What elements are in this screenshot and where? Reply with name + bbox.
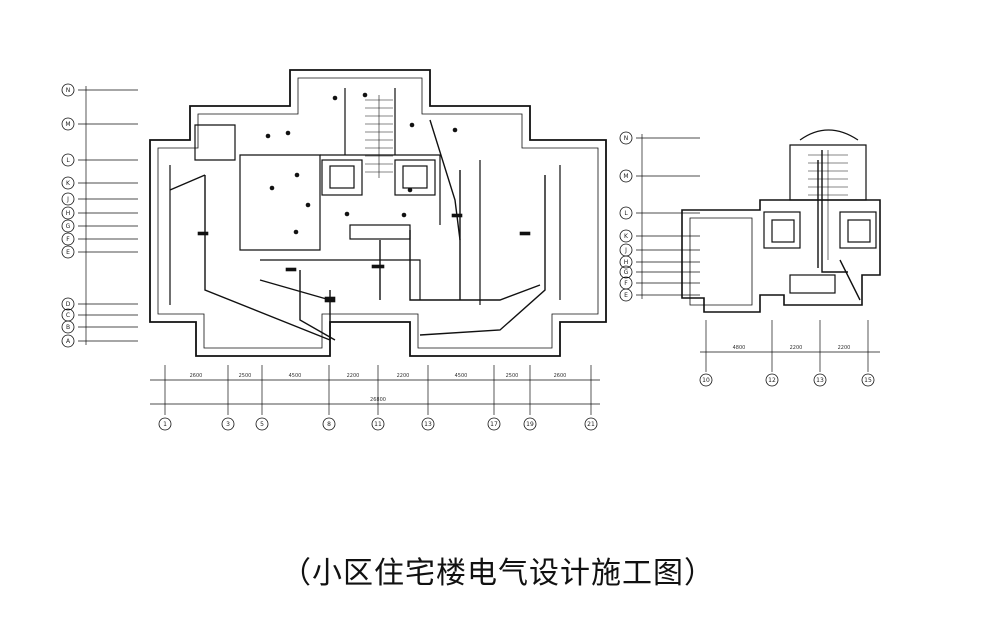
- row-axis-label: G: [66, 223, 71, 230]
- row-axis-label: E: [624, 292, 628, 299]
- column-axis-label: 17: [490, 421, 498, 428]
- row-axis-label: B: [66, 324, 70, 331]
- right-column-axis-bubbles: [699, 373, 875, 387]
- dimension-label: 2600: [190, 373, 203, 379]
- row-axis-label: D: [66, 301, 71, 308]
- figure-caption: （小区住宅楼电气设计施工图）: [281, 556, 715, 591]
- right-column-axis-labels: 10 12 13 15: [702, 377, 872, 384]
- right-wiring: [817, 150, 861, 301]
- light-fixtures: [197, 92, 531, 303]
- right-dimension-labels: 4800 2200 2200: [733, 345, 851, 351]
- right-row-axis-grid: [636, 134, 700, 299]
- column-axis-label: 15: [864, 377, 872, 384]
- dimension-label: 4500: [289, 373, 302, 379]
- left-column-axis-grid: [150, 365, 600, 415]
- row-axis-label: C: [66, 312, 70, 319]
- left-column-axis-labels: 1 3 5 8 11 13 17 19 21: [163, 421, 595, 428]
- column-axis-label: 5: [260, 421, 264, 428]
- dimension-label: 2500: [506, 373, 519, 379]
- left-column-axis-bubbles: [158, 417, 598, 431]
- row-axis-label: H: [624, 259, 629, 266]
- left-row-axis-grid: [78, 86, 138, 345]
- electrical-floor-plan-drawing: N M L K J H G F E D C B A 1 3 5 8 11 13 …: [61, 69, 881, 431]
- stair-lift-core: [321, 95, 436, 240]
- row-axis-label: E: [66, 249, 70, 256]
- left-row-axis-bubbles: [61, 83, 75, 348]
- column-axis-label: 10: [702, 377, 710, 384]
- row-axis-label: L: [624, 210, 628, 217]
- row-axis-label: K: [624, 233, 629, 240]
- right-column-axis-grid: [700, 320, 880, 372]
- row-axis-label: A: [66, 338, 71, 345]
- column-axis-label: 13: [816, 377, 824, 384]
- dimension-label: 2600: [554, 373, 567, 379]
- left-dimension-labels: 2600 2500 4500 2200 2200 4500 2500 2600 …: [190, 373, 567, 403]
- dimension-label: 2200: [838, 345, 851, 351]
- row-axis-label: H: [66, 210, 71, 217]
- wiring-runs: [169, 119, 546, 341]
- row-axis-label: J: [624, 247, 627, 254]
- dimension-label: 2200: [790, 345, 803, 351]
- row-axis-label: L: [66, 157, 70, 164]
- dimension-label: 2200: [347, 373, 360, 379]
- column-axis-label: 21: [587, 421, 595, 428]
- left-row-axis-labels: N M L K J H G F E D C B A: [65, 87, 71, 345]
- row-axis-label: N: [624, 135, 629, 142]
- dimension-label: 2500: [239, 373, 252, 379]
- right-plan-outline: [681, 129, 881, 313]
- column-axis-label: 19: [526, 421, 534, 428]
- row-axis-label: J: [66, 196, 69, 203]
- total-dimension-label: 26800: [370, 397, 386, 403]
- column-axis-label: 13: [424, 421, 432, 428]
- left-plan-outline: [149, 69, 607, 357]
- right-row-axis-labels: N M L K J H G F E: [623, 135, 629, 299]
- dimension-label: 4800: [733, 345, 746, 351]
- column-axis-label: 11: [374, 421, 382, 428]
- column-axis-label: 8: [327, 421, 331, 428]
- right-stair: [808, 150, 848, 260]
- row-axis-label: N: [66, 87, 71, 94]
- dimension-label: 2200: [397, 373, 410, 379]
- row-axis-label: G: [624, 269, 629, 276]
- dimension-label: 4500: [455, 373, 468, 379]
- right-row-axis-bubbles: [619, 131, 633, 302]
- row-axis-label: F: [624, 280, 628, 287]
- column-axis-label: 12: [768, 377, 776, 384]
- column-axis-label: 3: [226, 421, 230, 428]
- row-axis-label: M: [65, 121, 70, 128]
- row-axis-label: K: [66, 180, 71, 187]
- row-axis-label: F: [66, 236, 70, 243]
- row-axis-label: M: [623, 173, 628, 180]
- column-axis-label: 1: [163, 421, 167, 428]
